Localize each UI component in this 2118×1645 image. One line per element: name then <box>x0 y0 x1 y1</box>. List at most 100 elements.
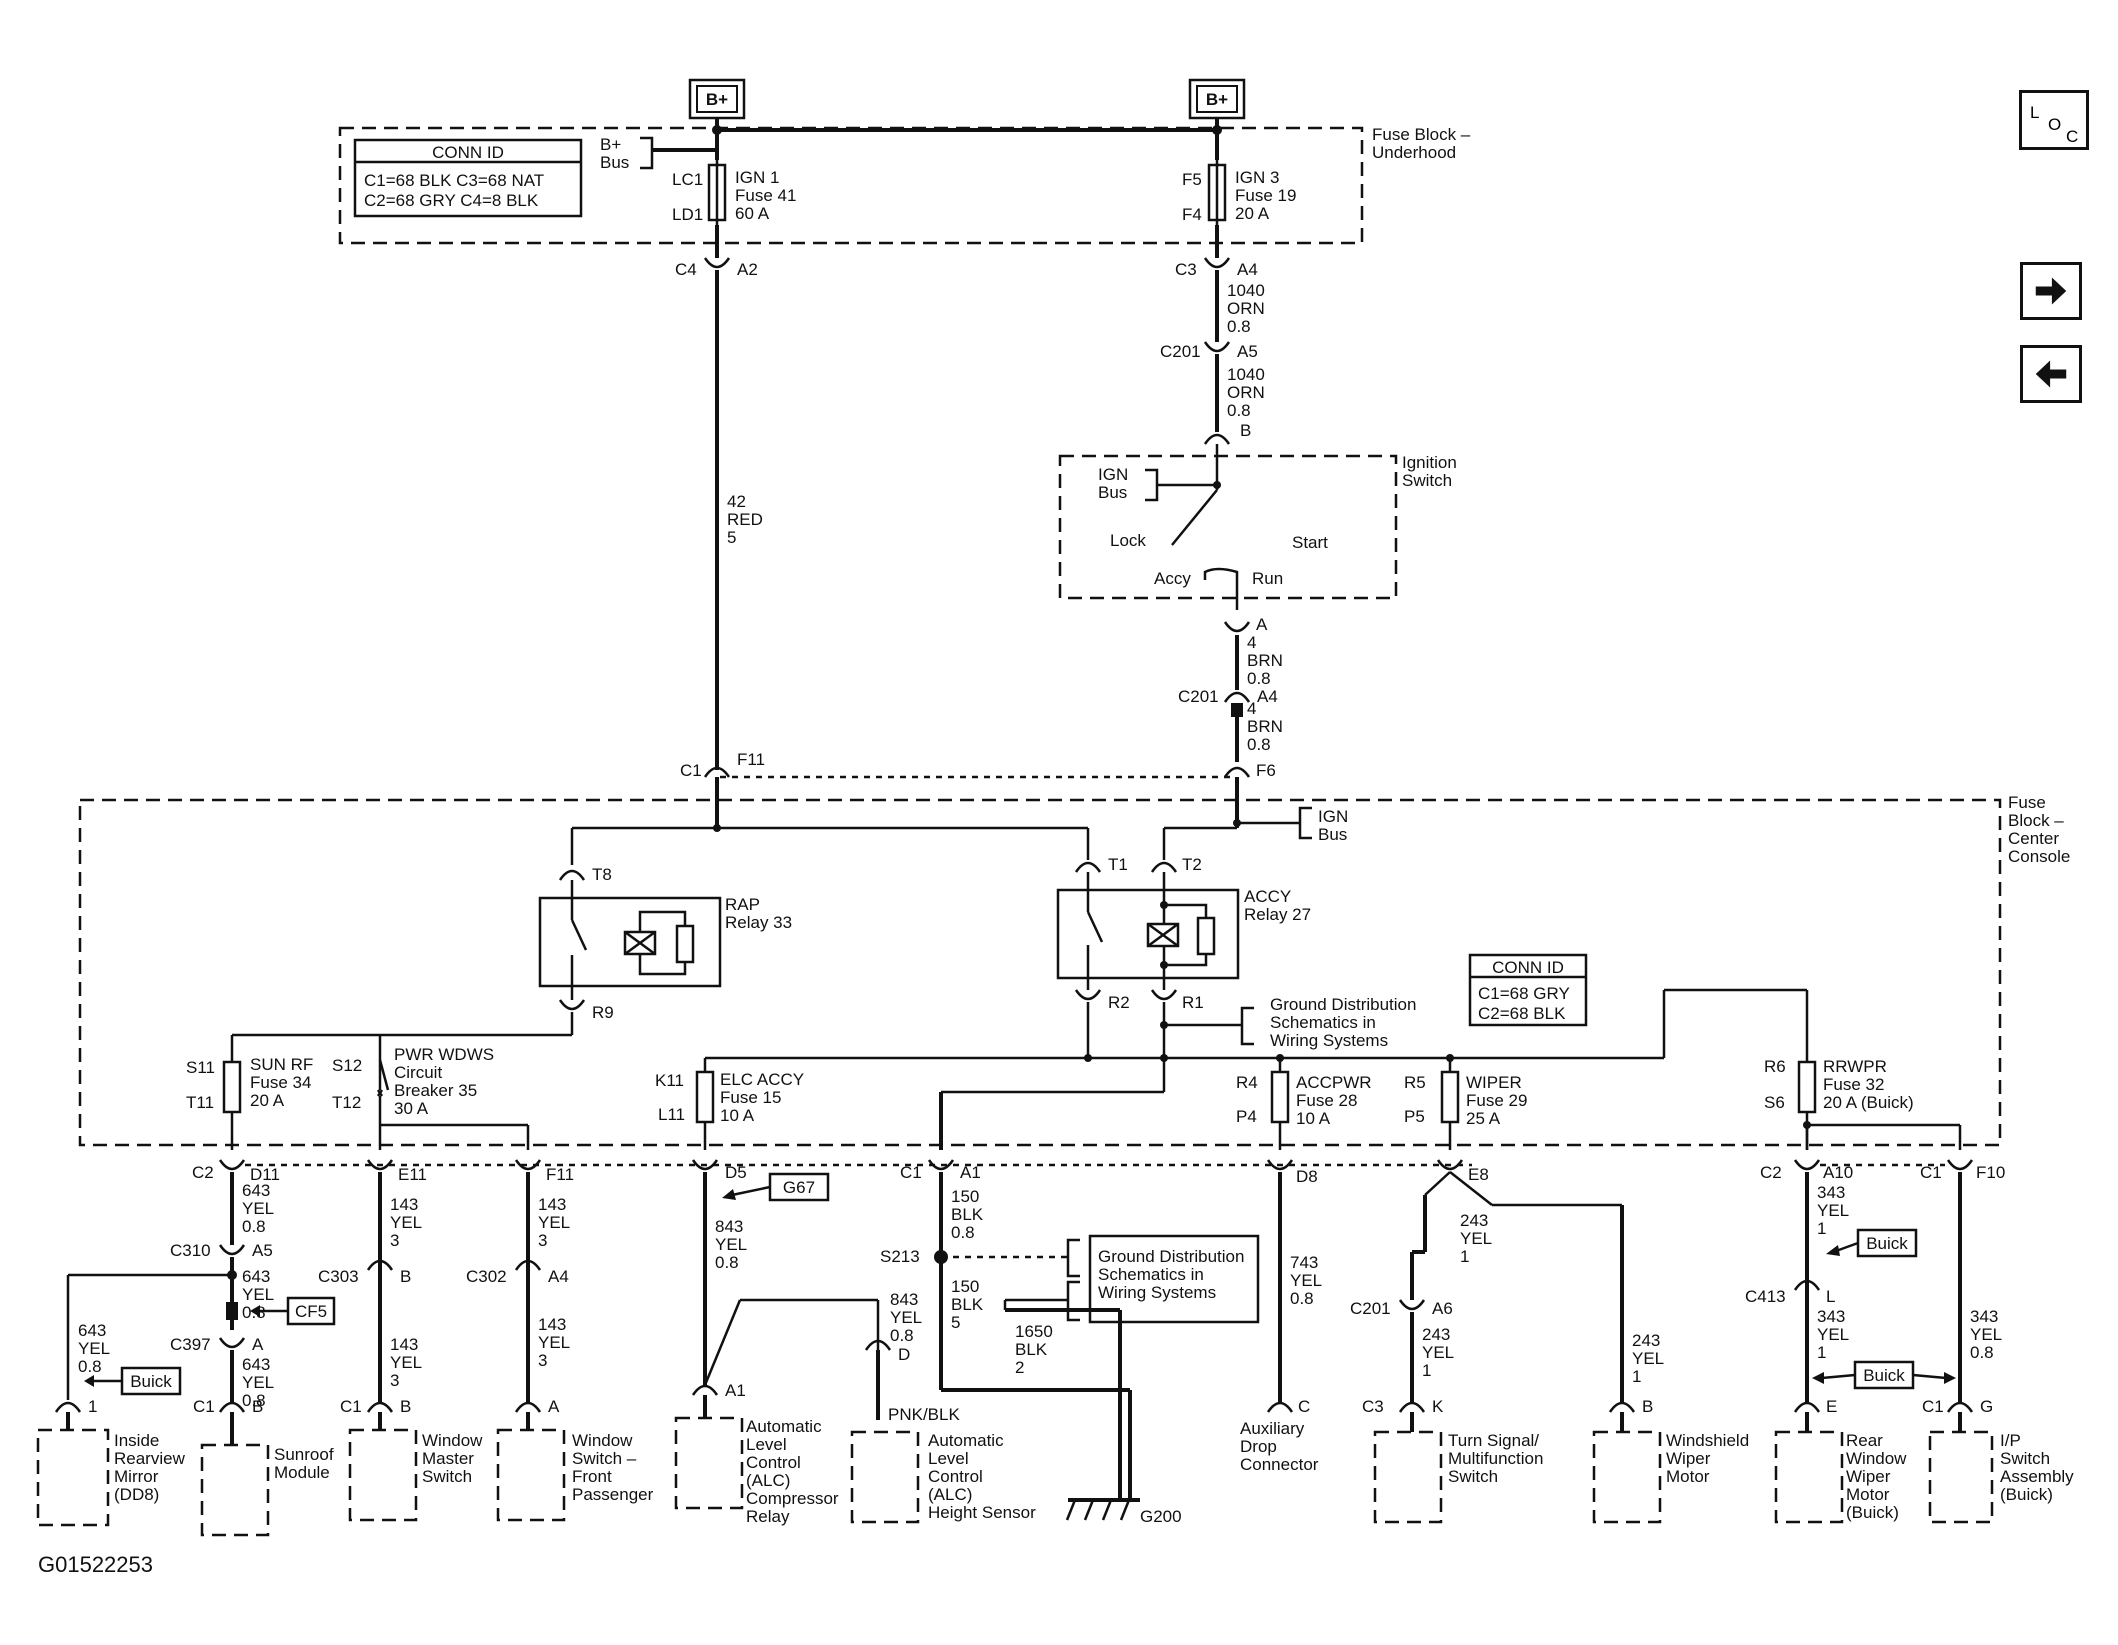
svg-text:C3: C3 <box>1175 260 1197 279</box>
svg-text:Buick: Buick <box>1866 1234 1908 1253</box>
svg-text:B: B <box>1642 1397 1653 1416</box>
svg-text:A2: A2 <box>737 260 758 279</box>
svg-text:B: B <box>1240 421 1251 440</box>
ignition-switch <box>1058 454 1398 600</box>
svg-text:E8: E8 <box>1468 1165 1489 1184</box>
svg-text:LC1: LC1 <box>672 170 703 189</box>
svg-text:C2=68 GRY C4=8 BLK: C2=68 GRY C4=8 BLK <box>364 191 539 210</box>
svg-text:R1: R1 <box>1182 993 1204 1012</box>
previous-arrow-icon[interactable] <box>2020 345 2082 403</box>
svg-text:D8: D8 <box>1296 1167 1318 1186</box>
svg-text:CONN ID: CONN ID <box>1492 958 1564 977</box>
svg-text:R6: R6 <box>1764 1057 1786 1076</box>
svg-text:S11: S11 <box>186 1058 215 1077</box>
svg-text:K: K <box>1432 1397 1444 1416</box>
svg-text:L: L <box>1826 1287 1835 1306</box>
svg-text:C3: C3 <box>1362 1397 1384 1416</box>
svg-text:CONN ID: CONN ID <box>432 143 504 162</box>
supply-right: B+ <box>1188 78 1246 120</box>
svg-text:Buick: Buick <box>130 1372 172 1391</box>
cf5-tag: CF5 <box>250 1296 336 1326</box>
svg-text:S213: S213 <box>880 1247 920 1266</box>
svg-text:E11: E11 <box>398 1165 427 1184</box>
svg-text:S6: S6 <box>1764 1093 1785 1112</box>
svg-text:C1: C1 <box>900 1163 922 1182</box>
svg-text:1: 1 <box>88 1397 97 1416</box>
svg-text:C: C <box>1298 1397 1310 1416</box>
svg-text:F6: F6 <box>1256 761 1276 780</box>
svg-text:A6: A6 <box>1432 1299 1453 1318</box>
locator-icon[interactable]: L O C <box>2019 90 2089 150</box>
svg-text:C2: C2 <box>1760 1163 1782 1182</box>
svg-text:A1: A1 <box>725 1381 746 1400</box>
svg-text:G: G <box>1980 1397 1993 1416</box>
svg-text:D11: D11 <box>250 1165 280 1184</box>
svg-text:C1: C1 <box>680 761 702 780</box>
svg-text:Buick: Buick <box>1863 1366 1905 1385</box>
svg-text:F4: F4 <box>1182 205 1202 224</box>
svg-text:C413: C413 <box>1745 1287 1786 1306</box>
svg-text:R9: R9 <box>592 1003 614 1022</box>
next-arrow-icon[interactable] <box>2020 262 2082 320</box>
svg-text:T8: T8 <box>592 865 612 884</box>
svg-text:A4: A4 <box>548 1267 569 1286</box>
svg-text:C310: C310 <box>170 1241 211 1260</box>
svg-text:S12: S12 <box>332 1056 362 1075</box>
svg-text:D5: D5 <box>725 1163 747 1182</box>
buick-tag-3: Buick <box>1812 1360 1956 1390</box>
svg-text:B: B <box>400 1397 411 1416</box>
supply-right-label: B+ <box>1206 90 1228 109</box>
svg-text:A5: A5 <box>1237 342 1258 361</box>
supply-left-label: B+ <box>706 90 728 109</box>
svg-text:P5: P5 <box>1404 1107 1425 1126</box>
svg-text:E: E <box>1826 1397 1837 1416</box>
svg-text:G67: G67 <box>783 1178 815 1197</box>
buick-tag-1: Buick <box>84 1366 182 1396</box>
figure-id: G01522253 <box>38 1552 153 1577</box>
svg-text:PNK/BLK: PNK/BLK <box>888 1405 960 1424</box>
svg-text:A4: A4 <box>1257 687 1278 706</box>
svg-text:Lock: Lock <box>1110 531 1146 550</box>
